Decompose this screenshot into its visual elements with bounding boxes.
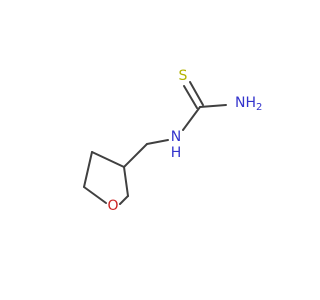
- amine-nh-text: NH: [235, 95, 256, 111]
- amine-subscript-2: 2: [256, 102, 262, 113]
- molecule-structure: S NH2 N H O: [83, 68, 262, 214]
- amide-n-label: N: [171, 129, 181, 145]
- bond-c-nh2: [199, 104, 227, 108]
- bond-ring-o-c2: [119, 195, 129, 205]
- bond-ring-c3-c4: [91, 151, 125, 168]
- atom-labels: S NH2 N H O: [107, 68, 262, 214]
- bond-c-s-double-1: [189, 81, 204, 106]
- bond-ring-c2-c3: [123, 166, 129, 197]
- amine-nh2-label: NH2: [235, 95, 262, 113]
- bond-c-nh: [182, 106, 201, 131]
- sulfur-atom-label: S: [179, 68, 188, 84]
- amide-h-label: H: [171, 145, 182, 161]
- ring-oxygen-label: O: [107, 198, 118, 214]
- bond-ch2-c3: [123, 143, 148, 168]
- bond-c-s-double-2: [183, 85, 198, 109]
- bonds: [83, 81, 227, 205]
- bond-nh-ch2: [146, 139, 169, 145]
- bond-ring-c4-c5: [83, 151, 93, 188]
- bond-ring-c5-o: [83, 186, 107, 204]
